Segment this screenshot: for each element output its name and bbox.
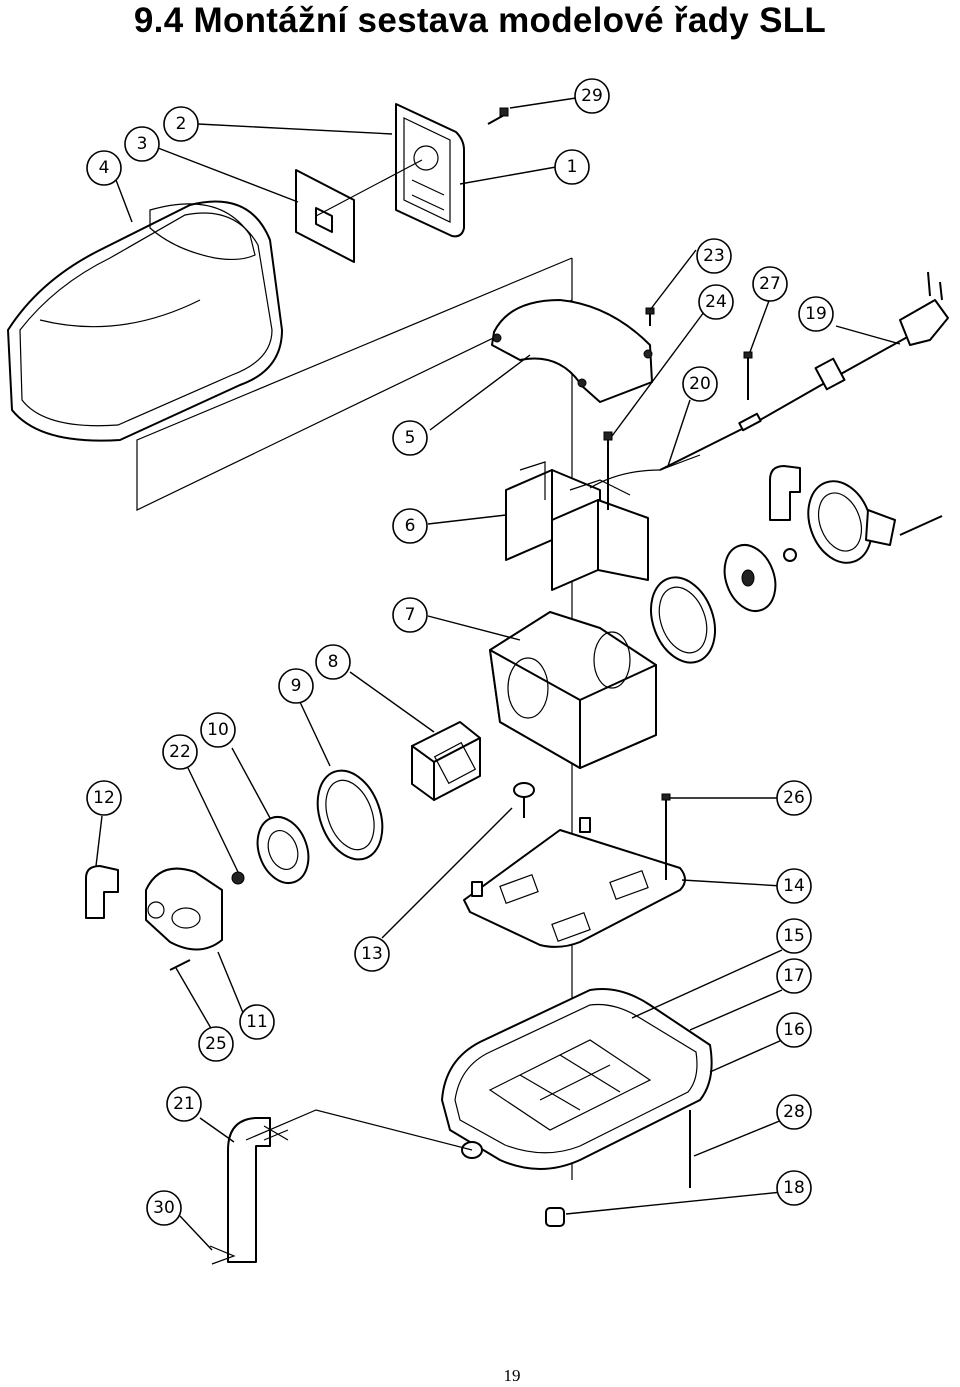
callout-label: 3 [137,134,148,154]
callout-2: 2 [163,106,199,142]
callout-label: 24 [705,292,727,312]
callout-11: 11 [239,1004,275,1040]
callout-label: 21 [173,1094,195,1114]
callout-label: 4 [99,158,110,178]
page-number: 19 [503,1366,521,1385]
cover-projection-lines [136,257,573,511]
callout-23: 23 [696,238,732,274]
callout-label: 29 [581,86,603,106]
part-elbow-left [85,865,119,919]
callout-label: 23 [703,246,725,266]
callout-20: 20 [682,366,718,402]
callout-5: 5 [392,420,428,456]
callout-12: 12 [86,780,122,816]
callout-9: 9 [278,668,314,704]
callout-label: 26 [783,788,805,808]
part-valve-block [411,721,481,801]
callout-label: 14 [783,876,805,896]
part-nut-right [783,548,797,562]
part-housing [489,611,657,769]
part-rubber-foot [545,1207,565,1227]
part-diaphragm-left [256,816,310,884]
callout-label: 12 [93,788,115,808]
callout-29: 29 [574,78,610,114]
callout-24: 24 [698,284,734,320]
callout-1: 1 [554,149,590,185]
callout-label: 2 [176,114,187,134]
callout-19: 19 [798,296,834,332]
callout-28: 28 [776,1094,812,1130]
part-power-cord [659,271,949,471]
callout-8: 8 [315,644,351,680]
callout-label: 16 [783,1020,805,1040]
callout-16: 16 [776,1012,812,1048]
part-magnet-cover [491,299,653,403]
callout-4: 4 [86,150,122,186]
part-diaphragm-ring-right [650,576,716,664]
callout-label: 25 [205,1034,227,1054]
callout-26: 26 [776,780,812,816]
callout-18: 18 [776,1170,812,1206]
part-elbow-right [769,465,801,521]
part-diaphragm-right [723,544,777,612]
callout-label: 10 [207,720,229,740]
callout-15: 15 [776,918,812,954]
callout-22: 22 [162,734,198,770]
part-screw-25 [169,959,191,971]
part-screw-right [899,515,943,536]
callout-label: 13 [361,944,383,964]
callout-label: 30 [153,1198,175,1218]
part-diaphragm-ring-left [316,769,384,861]
callout-label: 9 [291,676,302,696]
part-adjust-knob [513,782,535,818]
callout-3: 3 [124,126,160,162]
part-chamber-head-left [145,867,223,951]
callout-label: 18 [783,1178,805,1198]
callout-7: 7 [392,597,428,633]
part-bottom-case [441,988,713,1170]
callout-label: 22 [169,742,191,762]
callout-label: 17 [783,966,805,986]
leader-lines [95,97,901,1251]
part-nut-left [231,871,245,885]
part-base-plate [463,817,686,948]
hose-projection-line [245,1109,473,1151]
callout-label: 5 [405,428,416,448]
part-hose [209,1117,289,1265]
callout-13: 13 [354,936,390,972]
callout-30: 30 [146,1190,182,1226]
callout-27: 27 [752,266,788,302]
callout-6: 6 [392,508,428,544]
callout-label: 19 [805,304,827,324]
callout-17: 17 [776,958,812,994]
part-valve-plate [395,103,465,238]
callout-label: 8 [328,652,339,672]
callout-label: 15 [783,926,805,946]
part-small-plate [295,169,355,263]
part-chamber-head-right [807,480,896,564]
callout-label: 20 [689,374,711,394]
callout-25: 25 [198,1026,234,1062]
part-cover [7,200,283,442]
part-electromagnet [505,454,701,591]
callout-label: 28 [783,1102,805,1122]
callout-label: 1 [567,157,578,177]
page-title: 9.4 Montážní sestava modelové řady SLL [133,1,827,40]
callout-label: 11 [246,1012,268,1032]
part-screw-29 [487,107,509,125]
callout-label: 27 [759,274,781,294]
callout-14: 14 [776,868,812,904]
callout-21: 21 [166,1086,202,1122]
callout-label: 6 [405,516,416,536]
callout-label: 7 [405,605,416,625]
callout-10: 10 [200,712,236,748]
